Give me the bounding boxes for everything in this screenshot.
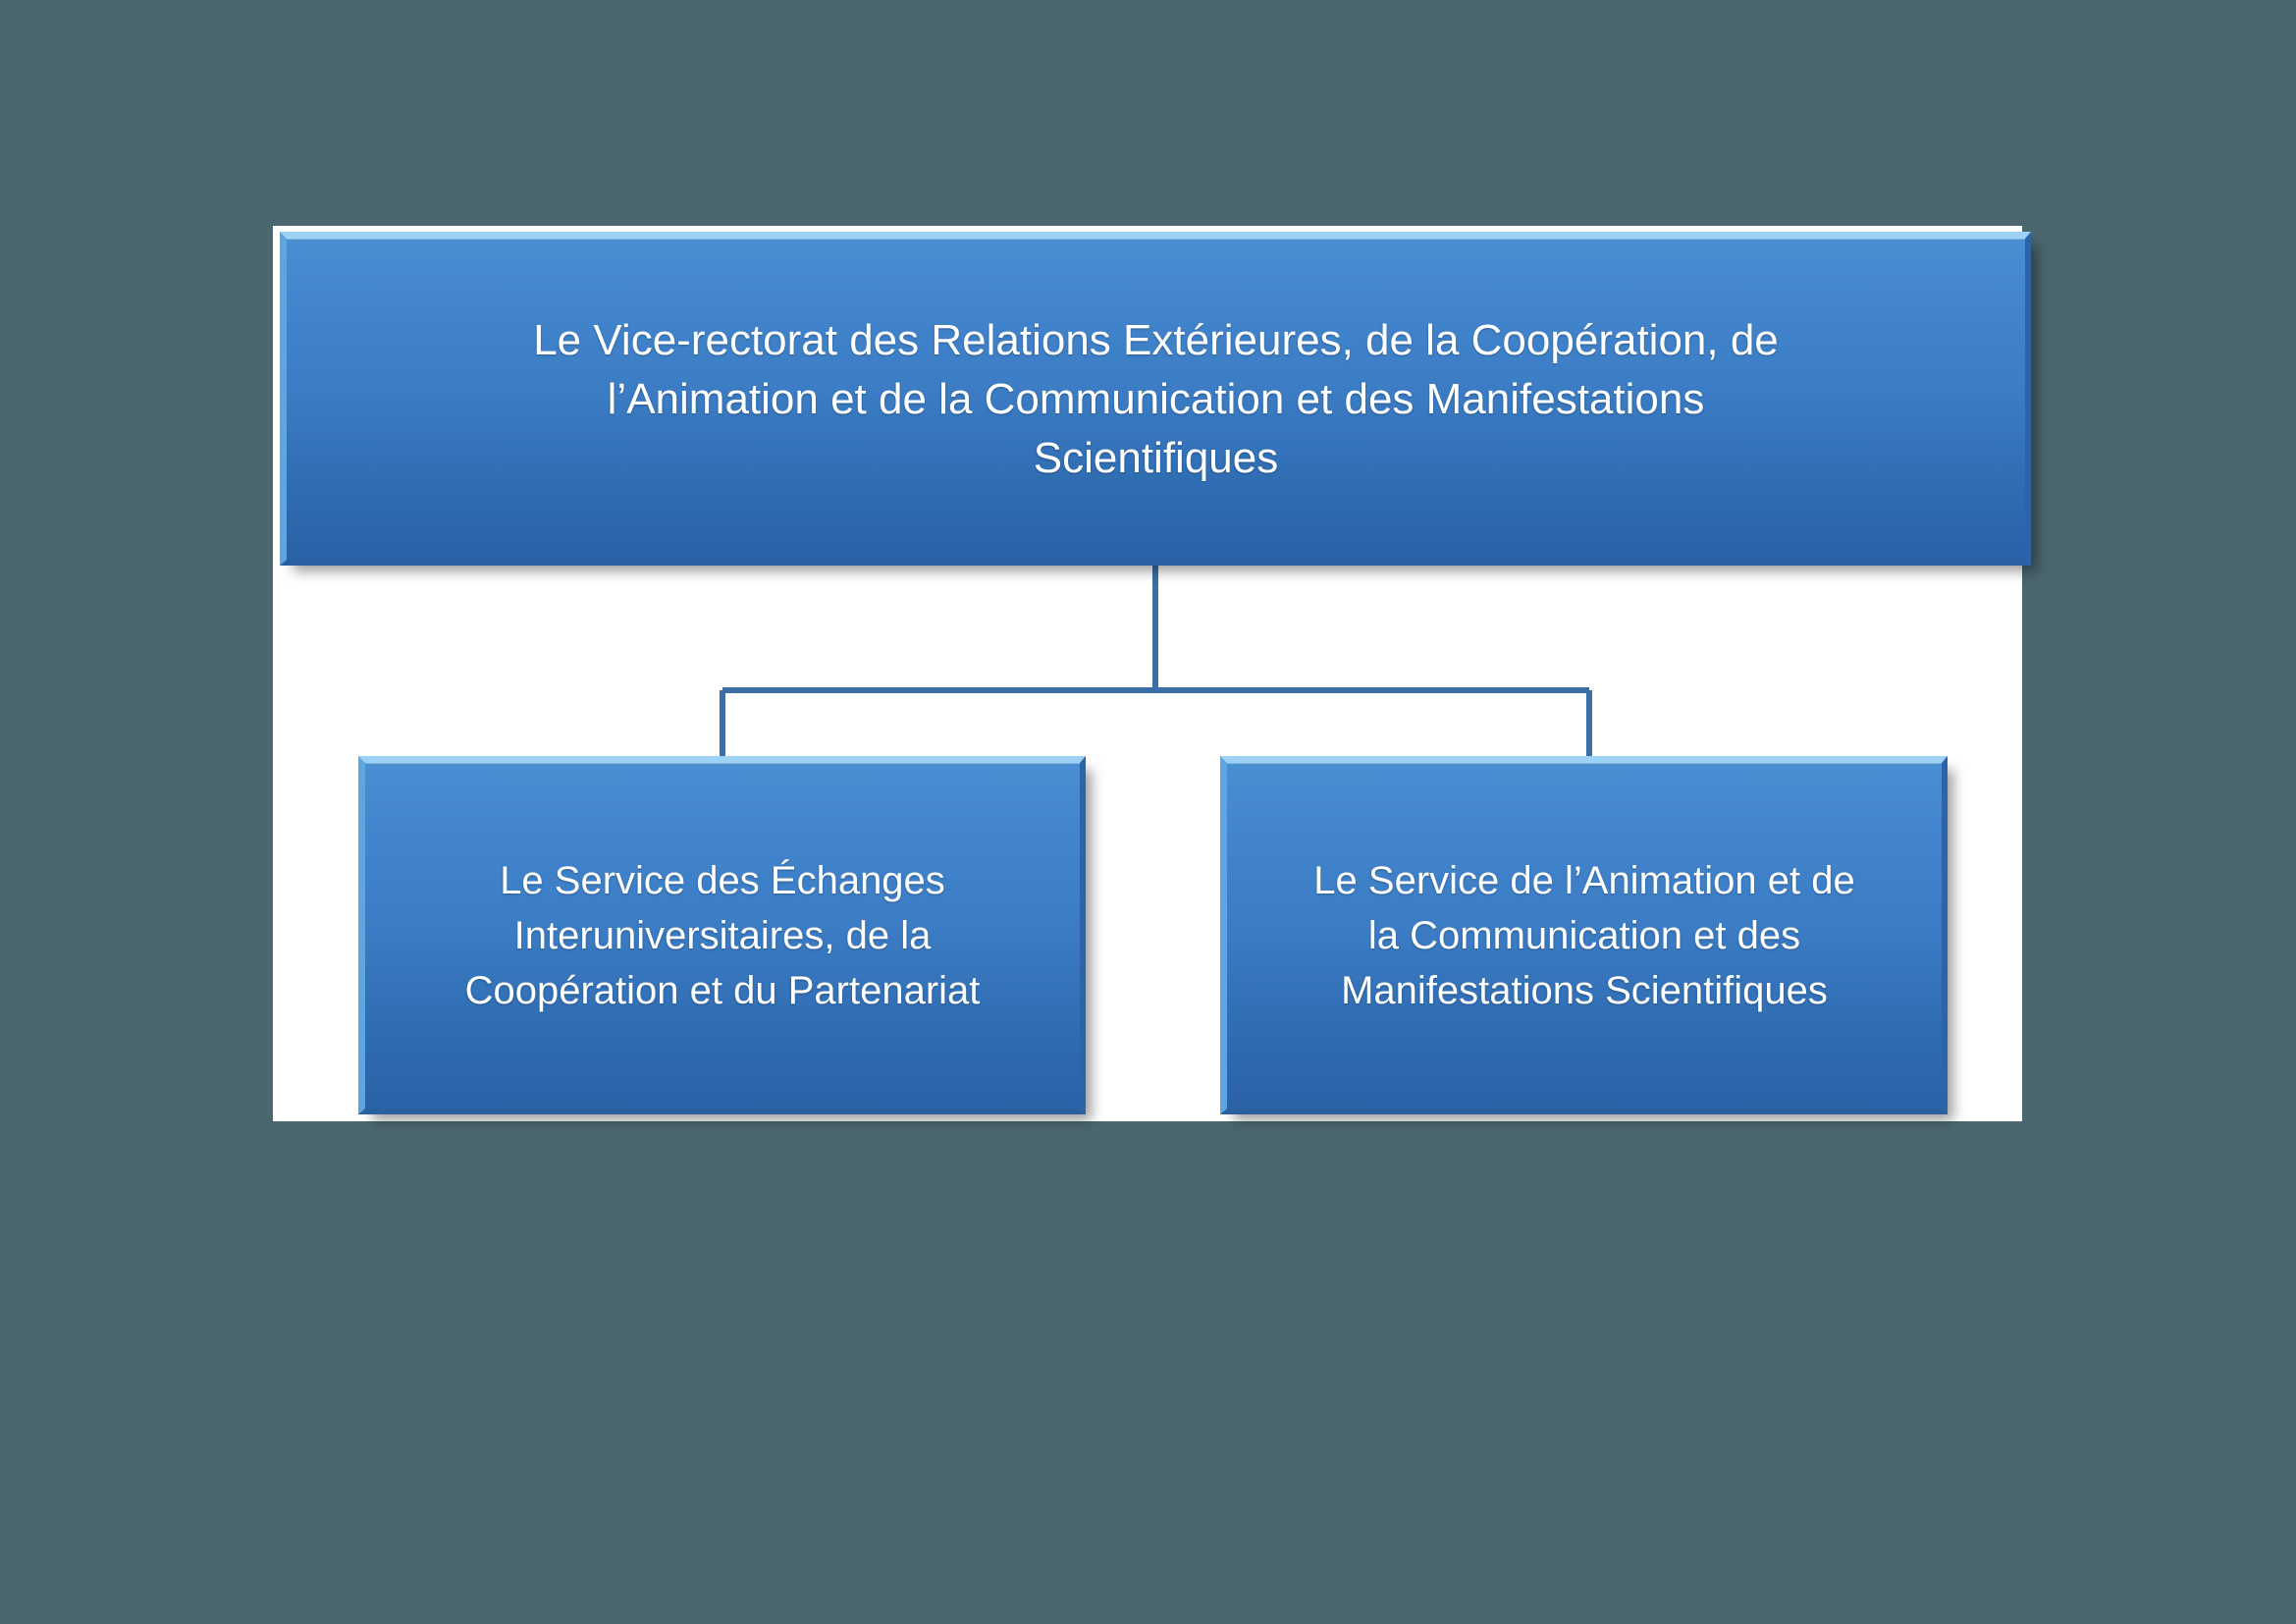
org-node-vice-rectorat-text: Le Vice-rectorat des Relations Extérieur…: [287, 311, 2025, 488]
org-node-service-animation-text: Le Service de l’Animation et de la Commu…: [1227, 853, 1942, 1018]
org-node-vice-rectorat-line-2: l’Animation et de la Communication et de…: [607, 374, 1705, 423]
org-node-service-animation-line-3: Manifestations Scientifiques: [1341, 969, 1828, 1012]
org-node-vice-rectorat-line-1: Le Vice-rectorat des Relations Extérieur…: [533, 315, 1779, 364]
org-node-service-animation[interactable]: Le Service de l’Animation et de la Commu…: [1220, 756, 1948, 1114]
org-node-service-echanges-line-1: Le Service des Échanges: [500, 859, 945, 902]
org-node-service-echanges-line-2: Interuniversitaires, de la: [513, 914, 932, 957]
org-node-vice-rectorat-line-3: Scientifiques: [1033, 433, 1279, 482]
org-node-service-echanges[interactable]: Le Service des Échanges Interuniversitai…: [358, 756, 1086, 1114]
org-node-service-animation-line-2: la Communication et des: [1367, 914, 1801, 957]
org-node-service-echanges-line-3: Coopération et du Partenariat: [464, 969, 981, 1012]
org-node-service-echanges-text: Le Service des Échanges Interuniversitai…: [365, 853, 1080, 1018]
org-node-service-animation-line-1: Le Service de l’Animation et de: [1313, 859, 1855, 902]
org-node-vice-rectorat[interactable]: Le Vice-rectorat des Relations Extérieur…: [280, 232, 2031, 566]
